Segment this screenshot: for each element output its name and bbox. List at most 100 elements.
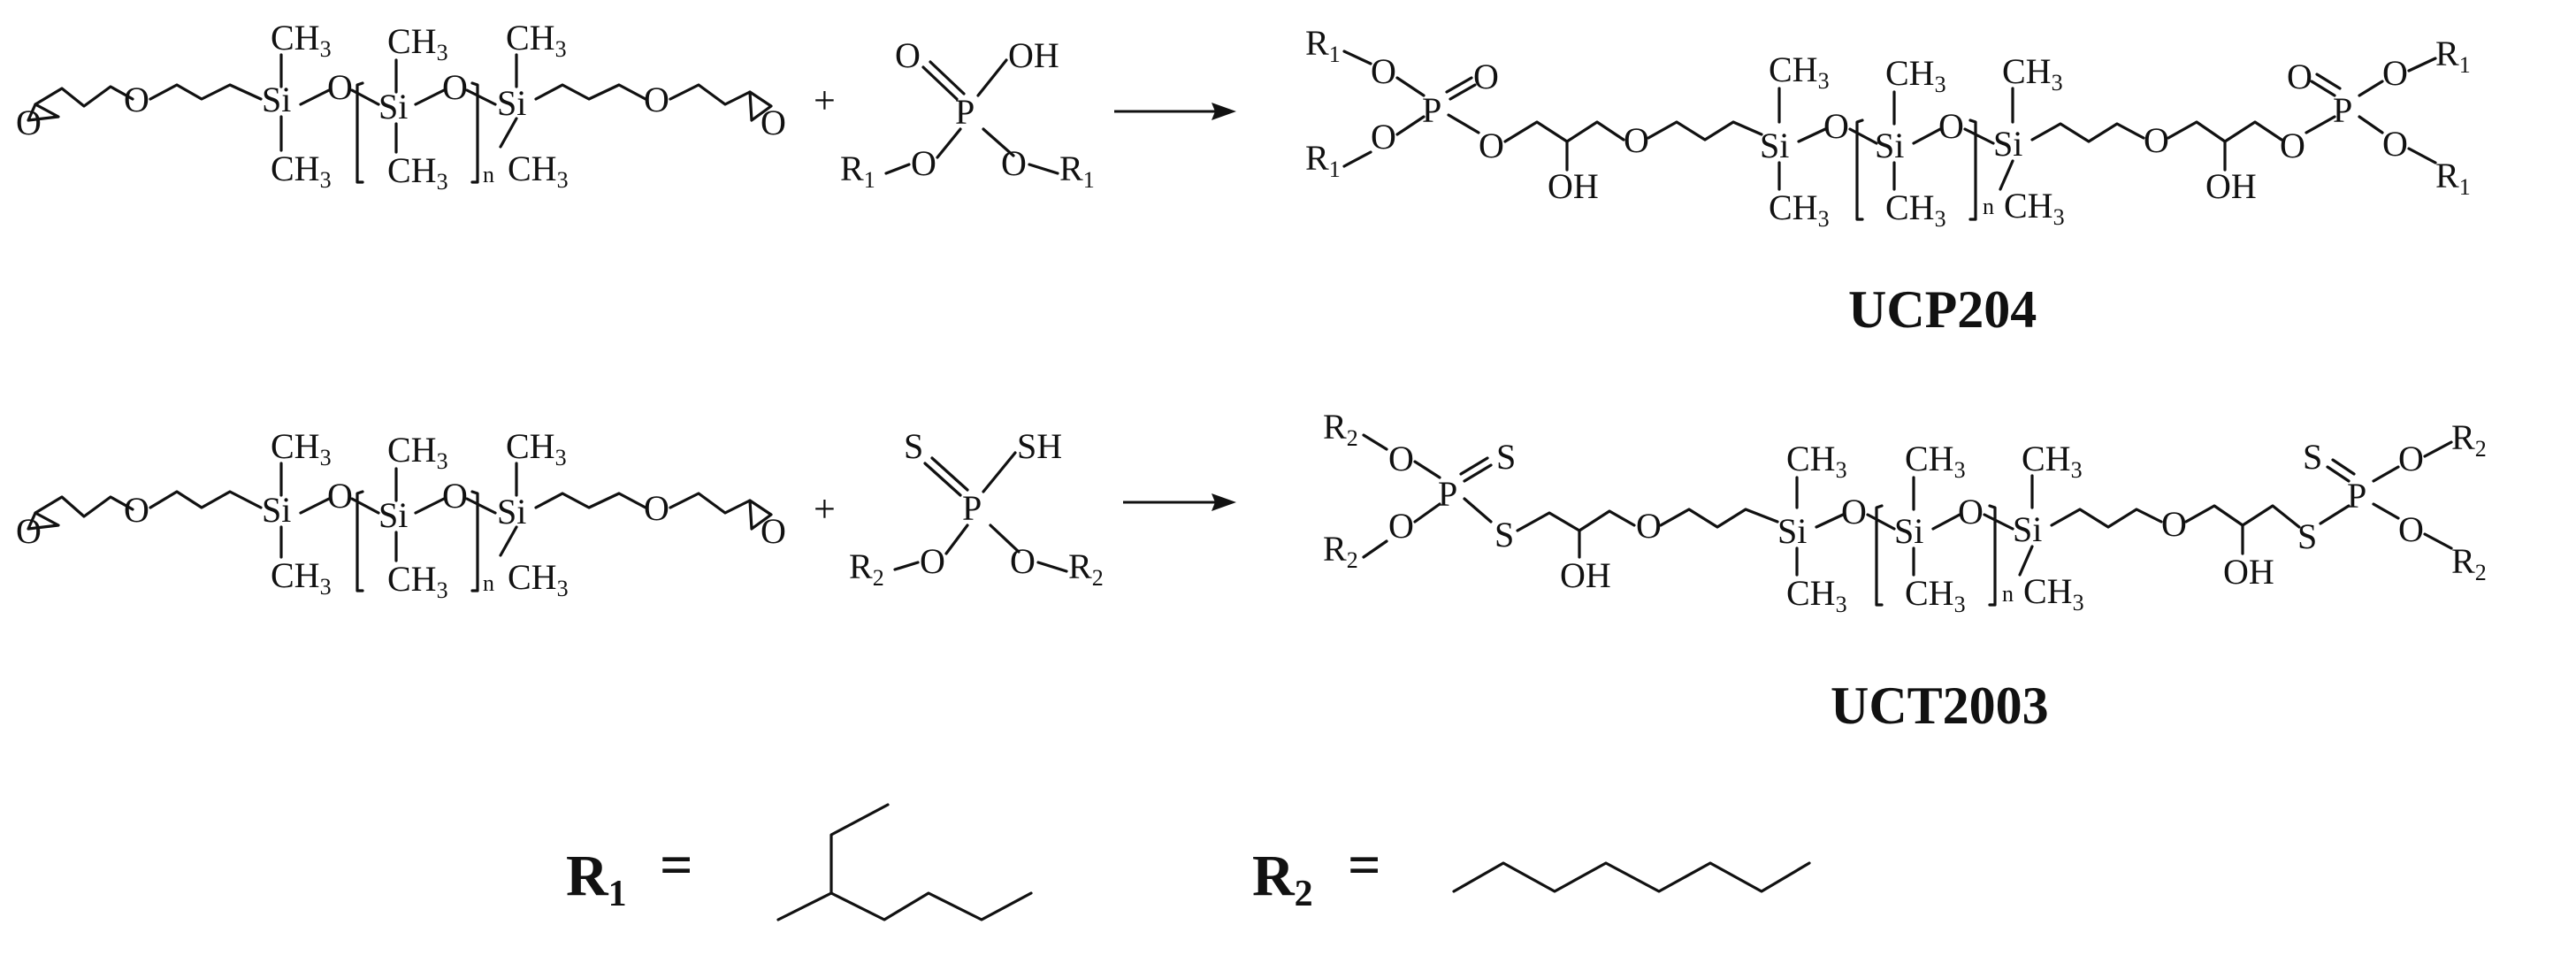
dithiophosphate-reagent: S SH P R2 O O R2 <box>849 426 1104 591</box>
silicon-atom: Si <box>1875 126 1904 165</box>
ester-oxygen: O <box>1371 117 1396 157</box>
methyl-group: CH3 <box>508 149 569 193</box>
siloxane-oxygen: O <box>442 476 468 516</box>
methyl-group: CH3 <box>387 21 448 65</box>
r1-group: R1 <box>2435 34 2471 78</box>
methyl-group: CH3 <box>2023 571 2084 615</box>
r1-ethylhexyl-structure <box>776 803 1033 921</box>
silicon-atom: Si <box>262 490 291 530</box>
sulfur-atom: S <box>2303 437 2322 477</box>
sulfur-atom: S <box>904 426 923 466</box>
silicon-atom: Si <box>262 80 291 119</box>
siloxane-oxygen: O <box>442 67 468 107</box>
hydroxyl-group: OH <box>1008 35 1059 75</box>
methyl-group: CH3 <box>271 555 332 600</box>
methyl-group: CH3 <box>271 18 332 62</box>
methyl-group: CH3 <box>271 426 332 470</box>
thioether-sulfur: S <box>2297 516 2317 556</box>
silicon-atom: Si <box>497 492 526 531</box>
epoxide-oxygen-right: O <box>761 511 786 551</box>
ester-oxygen: O <box>2280 126 2305 165</box>
repeat-unit-n: n <box>2002 581 2014 607</box>
epoxide-oxygen-left: O <box>16 103 42 142</box>
methyl-group: CH3 <box>387 559 448 603</box>
silicon-atom: Si <box>1894 511 1923 551</box>
siloxane-oxygen: O <box>1823 106 1849 146</box>
methyl-group: CH3 <box>506 426 567 470</box>
oxygen-atom: O <box>895 35 921 75</box>
methyl-group: CH3 <box>2022 439 2083 483</box>
ester-oxygen: O <box>2398 509 2424 549</box>
phosphorus-atom: P <box>2347 476 2366 516</box>
r2-group: R2 <box>849 546 884 591</box>
r2-octyl-structure <box>1452 861 1811 893</box>
repeat-unit-n: n <box>483 570 494 596</box>
ether-oxygen: O <box>2161 504 2187 544</box>
methyl-group: CH3 <box>387 430 448 474</box>
r1-group: R1 <box>1305 23 1341 67</box>
ether-oxygen: O <box>1636 506 1662 546</box>
repeat-unit-n: n <box>1983 194 1994 219</box>
methyl-group: CH3 <box>1885 53 1946 97</box>
thiol-group: SH <box>1017 426 1062 466</box>
r-group-definitions: R1 = R2 = <box>566 803 1811 921</box>
ester-oxygen: O <box>2382 53 2408 93</box>
ether-oxygen: O <box>124 80 149 119</box>
siloxane-oxygen: O <box>1938 106 1964 146</box>
silicon-atom: Si <box>378 495 408 535</box>
hydroxyl-group: OH <box>2205 166 2257 206</box>
methyl-group: CH3 <box>1786 573 1847 617</box>
ester-oxygen: O <box>1388 439 1414 478</box>
r1-group: R1 <box>1305 138 1341 182</box>
methyl-group: CH3 <box>506 18 567 62</box>
reaction-1: O O Si CH3 CH3 O Si CH3 CH3 O n Si CH3 <box>16 18 2471 339</box>
epoxide-oxygen-right: O <box>761 103 786 142</box>
methyl-group: CH3 <box>2002 51 2063 96</box>
epoxide-oxygen-left: O <box>16 511 42 551</box>
thioether-sulfur: S <box>1494 515 1514 554</box>
product-uct2003-structure: R2 O R2 O P S S OH O Si CH3 CH3 O <box>1323 407 2487 617</box>
r2-label: R2 <box>1252 844 1313 914</box>
hydroxyl-group: OH <box>2223 552 2274 592</box>
ether-oxygen: O <box>644 488 669 528</box>
ester-oxygen: O <box>1479 126 1504 165</box>
methyl-group: CH3 <box>1885 187 1946 232</box>
diepoxy-siloxane-reactant-1: O O Si CH3 CH3 O Si CH3 CH3 O n Si CH3 <box>16 18 786 195</box>
r1-group: R1 <box>1059 149 1095 193</box>
methyl-group: CH3 <box>1905 439 1966 483</box>
methyl-group: CH3 <box>1786 439 1847 483</box>
siloxane-oxygen: O <box>1841 492 1867 531</box>
methyl-group: CH3 <box>1905 573 1966 617</box>
methyl-group: CH3 <box>2004 186 2065 230</box>
ester-oxygen: O <box>2382 124 2408 164</box>
ether-oxygen: O <box>124 490 149 530</box>
methyl-group: CH3 <box>387 150 448 195</box>
ether-oxygen: O <box>644 80 669 119</box>
phosphorus-atom: P <box>2333 90 2352 130</box>
r1-equals: = <box>660 833 693 898</box>
hydroxyl-group: OH <box>1548 166 1599 206</box>
methyl-group: CH3 <box>1769 187 1830 232</box>
ester-oxygen: O <box>1371 51 1396 91</box>
ester-oxygen: O <box>1388 506 1414 546</box>
silicon-atom: Si <box>1777 511 1807 551</box>
phosphorus-atom: P <box>1438 474 1457 514</box>
ester-oxygen: O <box>920 541 945 581</box>
plus-sign: + <box>814 487 836 531</box>
phosphorus-atom: P <box>962 488 982 528</box>
ester-oxygen: O <box>1010 541 1036 581</box>
methyl-group: CH3 <box>1769 50 1830 94</box>
r2-equals: = <box>1348 833 1381 898</box>
reaction-arrow <box>1123 493 1236 511</box>
r2-group: R2 <box>2451 417 2487 462</box>
methyl-group: CH3 <box>508 557 569 601</box>
silicon-atom: Si <box>2013 509 2042 549</box>
silicon-atom: Si <box>497 83 526 123</box>
silicon-atom: Si <box>1993 124 2022 164</box>
r2-group: R2 <box>1323 407 1358 451</box>
ester-oxygen: O <box>1001 143 1027 183</box>
phosphorus-atom: P <box>1422 90 1441 130</box>
diepoxy-siloxane-reactant-2: O O Si CH3 CH3 O Si CH3 CH3 O n Si CH3 <box>16 426 786 603</box>
r1-group: R1 <box>2435 156 2471 200</box>
